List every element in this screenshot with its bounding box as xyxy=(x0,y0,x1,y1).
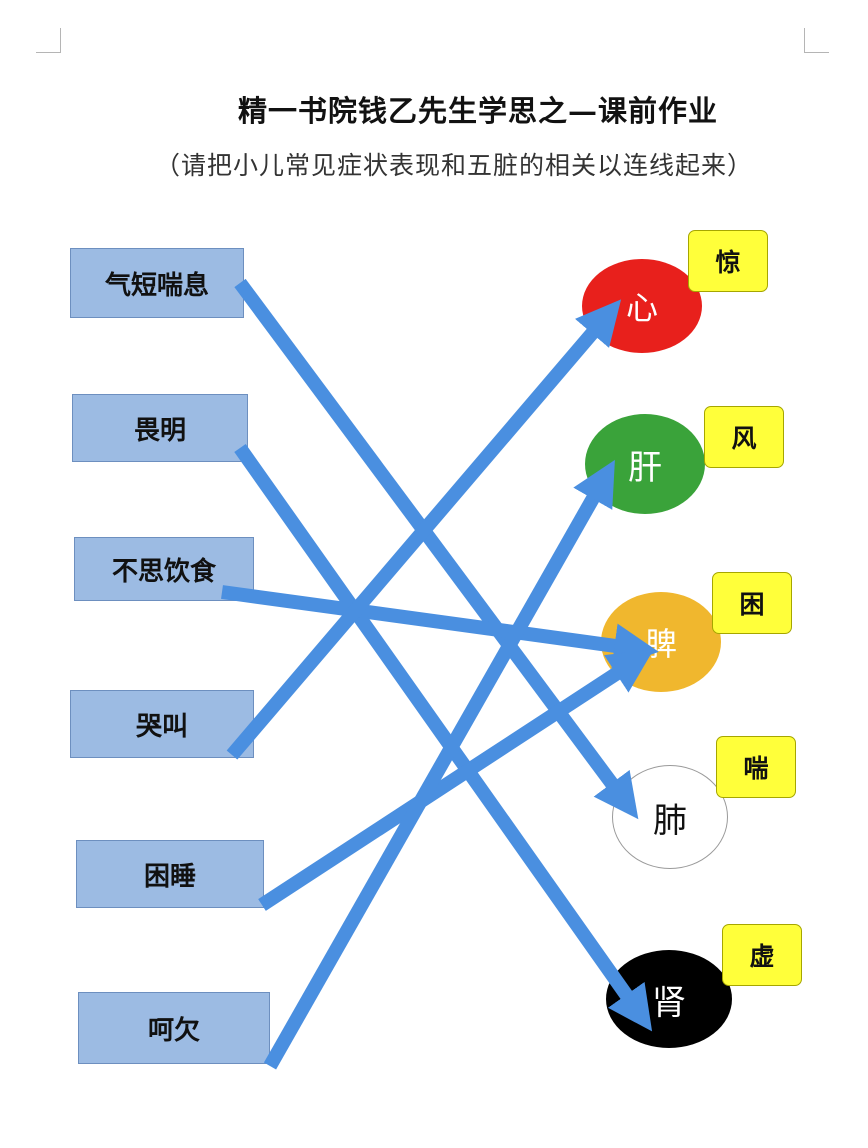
organ-label-lung: 肺 xyxy=(653,800,687,841)
symptom-box-photophobia: 畏明 xyxy=(72,394,248,462)
page-subtitle: （请把小儿常见症状表现和五脏的相关以连线起来） xyxy=(154,151,753,180)
symptom-box-drowsiness: 困睡 xyxy=(76,840,264,908)
tag-box-fatigue: 困 xyxy=(712,572,792,634)
tag-box-fright: 惊 xyxy=(688,230,768,292)
organ-label-liver: 肝 xyxy=(628,447,662,488)
organ-label-kidney: 肾 xyxy=(652,982,686,1023)
symptom-box-shortness-of-breath: 气短喘息 xyxy=(70,248,244,318)
arrow-drowsiness-to-spleen xyxy=(258,649,654,911)
arrow-no-appetite-to-spleen xyxy=(221,585,659,669)
page-title: 精一书院钱乙先生学思之—课前作业 xyxy=(237,94,718,128)
arrow-shortness-of-breath-to-lung xyxy=(234,278,639,820)
arrow-yawning-to-liver xyxy=(263,459,615,1070)
symptom-box-crying: 哭叫 xyxy=(70,690,254,758)
organ-label-heart: 心 xyxy=(625,289,658,327)
page-corner-mark-top-left xyxy=(36,28,61,53)
page-corner-mark-top-right xyxy=(804,28,829,53)
tag-box-deficiency: 虚 xyxy=(722,924,802,986)
tag-box-panting: 喘 xyxy=(716,736,796,798)
arrow-crying-to-heart xyxy=(226,299,622,760)
tag-box-wind: 风 xyxy=(704,406,784,468)
symptom-box-yawning: 呵欠 xyxy=(78,992,270,1064)
arrow-photophobia-to-kidney xyxy=(234,443,653,1032)
